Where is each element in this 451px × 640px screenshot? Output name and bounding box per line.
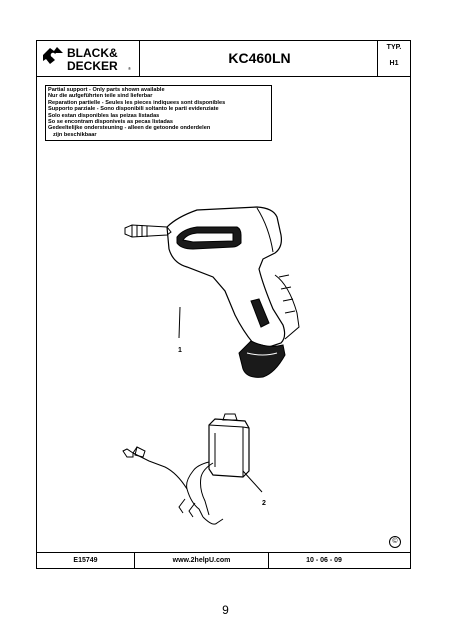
support-note-line: So se encontram disponiveis as pecas lis… bbox=[48, 119, 173, 126]
model-number: KC460LN bbox=[228, 50, 291, 66]
parts-sheet: BLACK& DECKER ® KC460LN TYP. H1 bbox=[36, 40, 411, 569]
svg-text:DECKER: DECKER bbox=[67, 59, 118, 73]
callout-1-label: 1 bbox=[178, 347, 182, 354]
partial-support-notice: Partial support - Only parts shown avail… bbox=[45, 85, 272, 142]
svg-text:BLACK&: BLACK& bbox=[67, 46, 118, 60]
support-note-line: Partial support - Only parts shown avail… bbox=[48, 87, 165, 93]
page-number: 9 bbox=[222, 603, 229, 617]
support-note-line: Solo estan disponibles las peizas listad… bbox=[48, 112, 160, 119]
exploded-view-drawing: 1 2 bbox=[37, 77, 410, 551]
sheet-header: BLACK& DECKER ® KC460LN TYP. H1 bbox=[37, 41, 410, 77]
svg-text:®: ® bbox=[128, 66, 131, 71]
copyright-icon: © bbox=[389, 536, 401, 548]
support-website-link[interactable]: www.2helpU.com bbox=[135, 553, 269, 569]
support-note-line: Reparation partielle - Seules les pieces… bbox=[48, 99, 226, 106]
callout-1-leader bbox=[178, 306, 181, 339]
support-note-line: zijn beschikbaar bbox=[53, 131, 97, 138]
support-note-line: Nur die aufgeführten teile sind lieferba… bbox=[48, 93, 153, 100]
brand-logo-cell: BLACK& DECKER ® bbox=[37, 41, 140, 76]
black-and-decker-logo: BLACK& DECKER ® bbox=[43, 46, 131, 73]
callout-2-leader bbox=[242, 470, 263, 493]
type-label: TYP. bbox=[386, 44, 402, 51]
parts-drawing-svg: 1 2 bbox=[122, 206, 300, 525]
support-note-line: Supporto parziale - Sono disponibili sol… bbox=[48, 106, 219, 113]
sheet-footer: E15749 www.2helpU.com 10 - 06 - 09 bbox=[37, 552, 410, 569]
model-cell: KC460LN bbox=[140, 41, 379, 76]
support-note-line: Gedeeltelijke ondersteuning - alleen de … bbox=[48, 125, 211, 132]
revision-date: 10 - 06 - 09 bbox=[306, 557, 342, 564]
document-number: E15749 bbox=[37, 553, 135, 569]
charger-illustration bbox=[122, 413, 250, 525]
callout-2-label: 2 bbox=[262, 500, 266, 507]
type-value: H1 bbox=[389, 60, 399, 67]
type-cell: TYP. H1 bbox=[377, 41, 410, 76]
screwdriver-illustration bbox=[124, 206, 300, 378]
